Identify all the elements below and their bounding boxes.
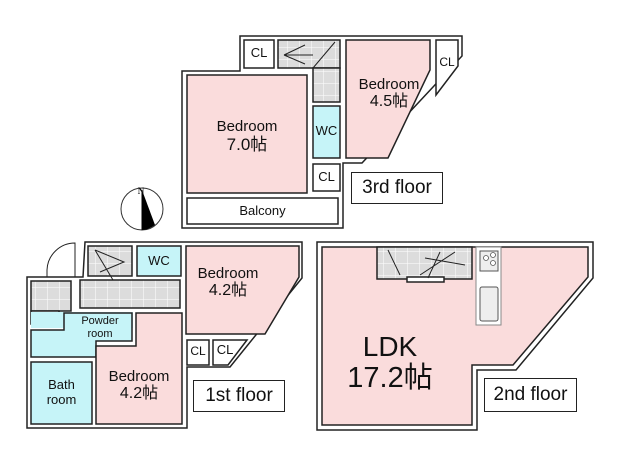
room-size: 17.2帖 (347, 361, 433, 394)
room-name: Powder (81, 315, 119, 327)
third-floor-plan (181, 35, 463, 229)
compass-icon (120, 187, 164, 231)
floor-tag-1st: 1st floor (193, 380, 285, 412)
first-floor-plan (26, 241, 303, 429)
room-name: Bedroom (216, 118, 278, 135)
room-name-2: room (87, 327, 113, 340)
room-cl-3f-a: CL (250, 45, 268, 60)
room-bedroom-4-2-lower: Bedroom 4.2帖 (97, 368, 181, 404)
room-wc-1f: WC (148, 253, 170, 268)
room-balcony: Balcony (239, 203, 286, 218)
room-cl-1f-a: CL (190, 344, 206, 358)
room-bedroom-7: Bedroom 7.0帖 (197, 118, 297, 155)
room-name: Bath (48, 377, 75, 392)
room-bath: Bath room (31, 377, 92, 408)
floor-tag-2nd: 2nd floor (484, 378, 577, 412)
room-size: 4.2帖 (208, 282, 248, 300)
room-cl-3f-b: CL (318, 169, 335, 184)
room-size: 4.2帖 (119, 385, 159, 403)
room-bedroom-4-5: Bedroom 4.5帖 (344, 76, 434, 112)
room-bedroom-4-2-upper: Bedroom 4.2帖 (188, 265, 268, 301)
room-name: Bedroom (358, 76, 420, 93)
room-wc-3f: WC (315, 123, 338, 138)
room-name: LDK (362, 331, 418, 362)
second-floor-plan (316, 241, 594, 431)
room-cl-1f-b: CL (216, 342, 234, 357)
room-ldk: LDK 17.2帖 (335, 331, 445, 395)
room-name-2: room (46, 391, 77, 407)
room-cl-3f-c: CL (439, 55, 455, 69)
room-size: 4.5帖 (369, 93, 409, 111)
room-powder-room: Powder room (60, 315, 140, 340)
room-size: 7.0帖 (226, 135, 268, 155)
room-name: Bedroom (197, 265, 259, 282)
compass-north-label: N (137, 186, 145, 196)
floor-tag-3rd: 3rd floor (351, 172, 443, 204)
room-name: Bedroom (108, 368, 170, 385)
